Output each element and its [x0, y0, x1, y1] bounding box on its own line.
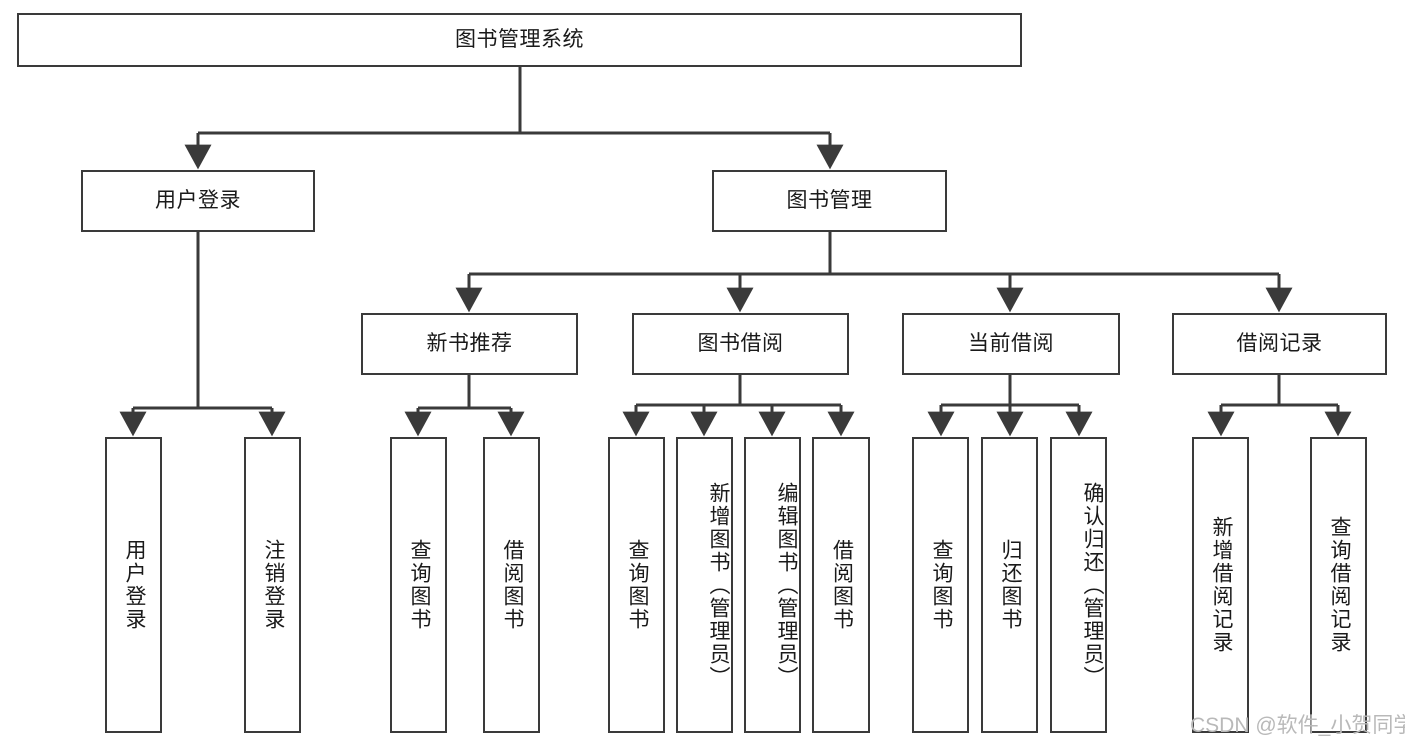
- node-label: 新增借阅记录: [1209, 516, 1233, 654]
- node-label: 编辑图书（管理员）: [775, 481, 798, 689]
- node-label: 确认归还（管理员）: [1081, 481, 1104, 689]
- node-label: 新书推荐: [426, 332, 513, 356]
- node-new-book-recommend[interactable]: 新书推荐: [361, 313, 578, 375]
- node-book-borrow[interactable]: 图书借阅: [632, 313, 849, 375]
- node-label: 图书借阅: [697, 332, 784, 356]
- node-label: 查询图书: [625, 539, 649, 631]
- leaf-borrow-record-query[interactable]: 查询借阅记录: [1310, 437, 1367, 733]
- node-label: 借阅记录: [1236, 332, 1323, 356]
- leaf-book-borrow-add[interactable]: 新增图书（管理员）: [676, 437, 733, 733]
- leaf-book-borrow-edit[interactable]: 编辑图书（管理员）: [744, 437, 801, 733]
- node-label: 查询图书: [407, 539, 431, 631]
- node-label: 查询借阅记录: [1327, 516, 1351, 654]
- node-borrow-record[interactable]: 借阅记录: [1172, 313, 1387, 375]
- node-label: 注销登录: [261, 539, 285, 631]
- leaf-user-login-logout[interactable]: 注销登录: [244, 437, 301, 733]
- leaf-book-borrow-borrow[interactable]: 借阅图书: [812, 437, 870, 733]
- leaf-book-borrow-query[interactable]: 查询图书: [608, 437, 665, 733]
- leaf-user-login-login[interactable]: 用户登录: [105, 437, 162, 733]
- node-label: 新增图书（管理员）: [707, 481, 730, 689]
- leaf-new-book-query[interactable]: 查询图书: [390, 437, 447, 733]
- leaf-current-borrow-return[interactable]: 归还图书: [981, 437, 1038, 733]
- node-label: 图书管理: [786, 189, 873, 213]
- node-label: 借阅图书: [830, 539, 854, 631]
- node-label: 用户登录: [155, 189, 241, 213]
- node-label: 借阅图书: [500, 539, 524, 631]
- node-current-borrow[interactable]: 当前借阅: [902, 313, 1120, 375]
- node-label: 当前借阅: [968, 332, 1054, 356]
- csdn-watermark: CSDN @软件_小贺同学: [1190, 714, 1405, 737]
- leaf-current-borrow-confirm[interactable]: 确认归还（管理员）: [1050, 437, 1107, 733]
- leaf-borrow-record-add[interactable]: 新增借阅记录: [1192, 437, 1249, 733]
- node-label: 用户登录: [122, 539, 146, 631]
- node-book-management[interactable]: 图书管理: [712, 170, 947, 232]
- leaf-current-borrow-query[interactable]: 查询图书: [912, 437, 969, 733]
- node-label: 图书管理系统: [455, 28, 584, 52]
- node-root-system[interactable]: 图书管理系统: [17, 13, 1022, 67]
- node-label: 归还图书: [998, 539, 1022, 631]
- leaf-new-book-borrow[interactable]: 借阅图书: [483, 437, 540, 733]
- node-user-login[interactable]: 用户登录: [81, 170, 315, 232]
- node-label: 查询图书: [929, 539, 953, 631]
